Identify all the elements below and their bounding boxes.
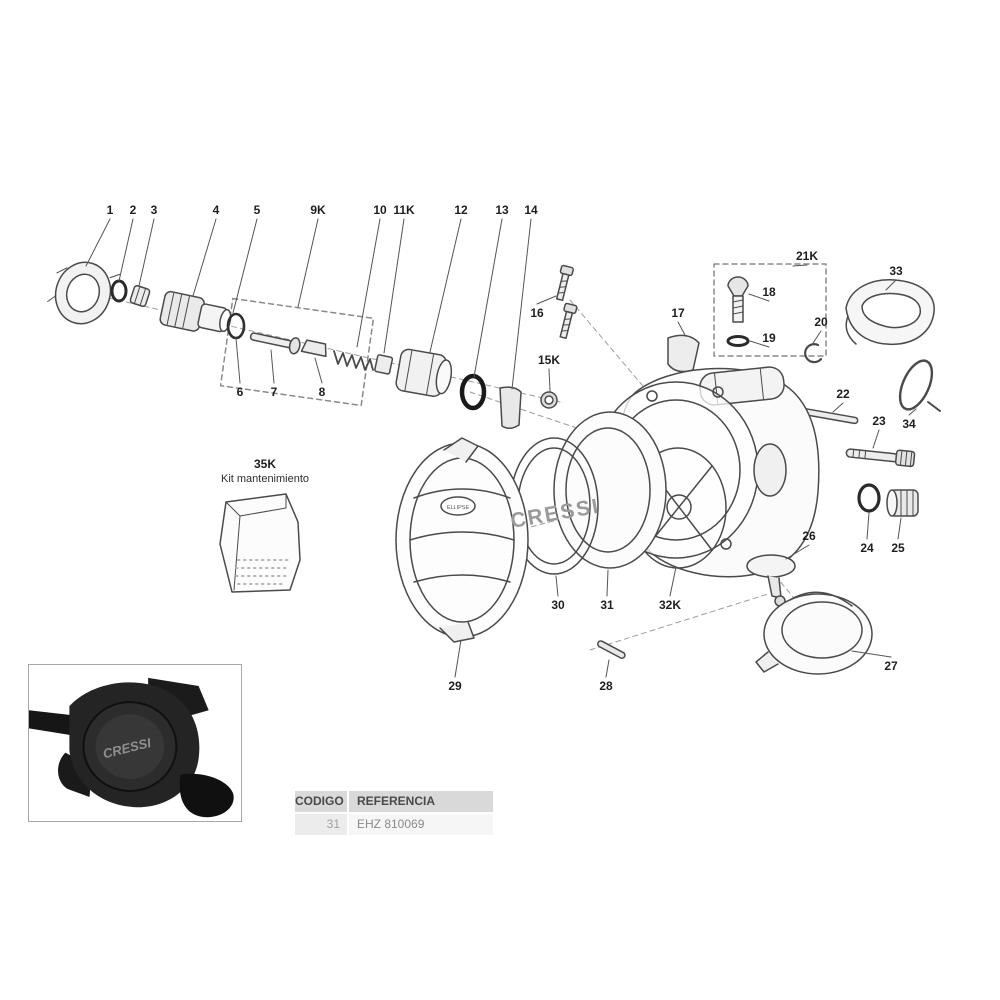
table-cell-referencia: EHZ 810069: [349, 814, 493, 835]
part-lever-17: [667, 334, 700, 373]
regulator-photo: CRESSI: [29, 665, 241, 821]
part-front-cover-29: ELLIPSE: [395, 437, 529, 643]
part-bushing-3: [129, 284, 151, 308]
part-hose-nut: [47, 261, 121, 325]
part-diaphragm-31: [553, 411, 667, 569]
table-header-codigo: CODIGO: [295, 791, 347, 812]
part-poppet-7: [249, 332, 301, 355]
part-knob-25: [886, 489, 919, 517]
parts-table: CODIGO REFERENCIA 31 EHZ 810069: [295, 791, 493, 837]
part-oring-19: [726, 335, 750, 347]
part-pin-28: [597, 640, 626, 659]
part-barrel-12: [395, 348, 453, 397]
part-oring-6: [226, 312, 246, 340]
photo-inset: CRESSI: [28, 664, 242, 822]
part-valve-18: [727, 276, 749, 323]
leader-lines: [85, 218, 917, 678]
part-purge-button-26: [746, 554, 796, 607]
part-ziptie-34: [898, 359, 941, 412]
part-connector-4: [159, 290, 232, 333]
group-box-9k: [219, 297, 375, 407]
part-lever-14: [499, 386, 522, 429]
part-kit-bag-35k: [219, 493, 301, 593]
part-nut-15k: [540, 391, 558, 409]
table-cell-codigo: 31: [295, 814, 347, 835]
part-shaft-23: [845, 448, 916, 468]
part-purge-cover-27: [755, 591, 873, 675]
part-oring-13: [459, 373, 487, 411]
group-box-21k: [713, 263, 827, 357]
part-oring-24: [857, 483, 881, 513]
part-circlip-20: [804, 343, 823, 364]
part-mouthpiece-33: [845, 279, 935, 346]
table-row: 31 EHZ 810069: [295, 814, 493, 835]
part-seat-8: [300, 339, 327, 358]
table-header-referencia: REFERENCIA: [349, 791, 493, 812]
part-oring-2: [110, 279, 128, 303]
part-sleeve-11: [374, 354, 394, 375]
part-spring-10: [333, 350, 374, 371]
ellipse-logo-text: ELLIPSE: [447, 505, 470, 511]
table-header-row: CODIGO REFERENCIA: [295, 791, 493, 812]
part-screws-16: [555, 264, 578, 340]
